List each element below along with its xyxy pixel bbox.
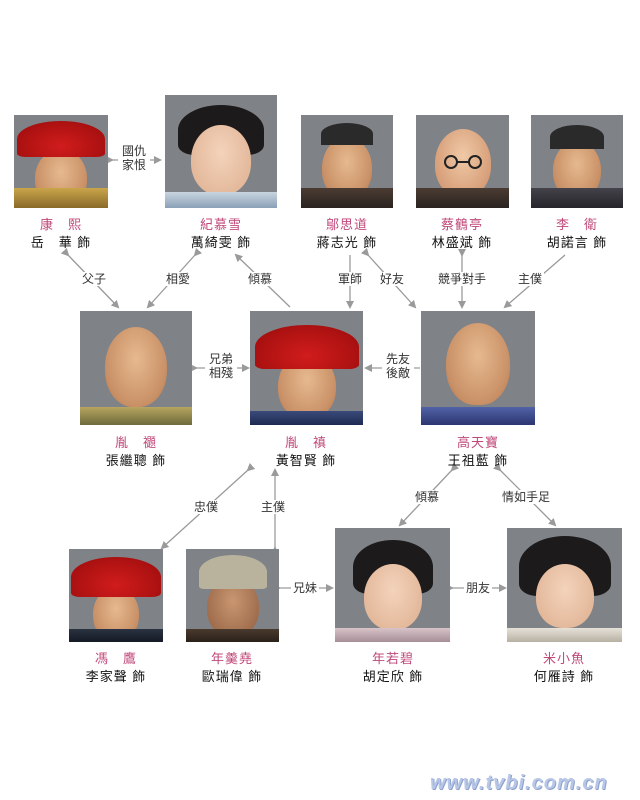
relation-label-pengyou: 朋友	[464, 581, 493, 595]
portrait-caiheting	[416, 115, 509, 208]
portrait-liwei	[531, 115, 623, 208]
watermark: www.tvbi.com.cn	[430, 772, 608, 794]
actor-name-gaotianbao: 王祖藍 飾	[447, 453, 509, 468]
relation-label-jingzheng: 競爭對手	[436, 272, 489, 286]
relation-label-zhupu: 主僕	[516, 272, 545, 286]
relation-label-haoyou: 好友	[378, 272, 407, 286]
actor-name-kangxi: 岳 華 飾	[30, 235, 92, 250]
actor-name-jimuxue: 萬綺雯 飾	[190, 235, 252, 250]
relation-label-xiongdi: 兄弟 相殘	[205, 352, 237, 380]
role-name-nianruobi: 年若碧	[371, 651, 414, 666]
role-name-caiheting: 蔡鶴亭	[440, 217, 483, 232]
portrait-mixiaoyu	[507, 528, 622, 642]
portrait-nianruobi	[335, 528, 450, 642]
actor-name-liwei: 胡諾言 飾	[546, 235, 608, 250]
glasses-icon	[444, 155, 482, 169]
relation-label-qingru: 情如手足	[500, 490, 553, 504]
portrait-kangxi	[14, 115, 108, 208]
relation-label-xiongmei: 兄妹	[291, 581, 320, 595]
portrait-jimuxue	[165, 95, 277, 208]
portrait-fengying	[69, 549, 163, 642]
relation-label-xianyou: 先友 後敵	[382, 352, 414, 380]
role-name-yinzhen: 胤 禛	[284, 435, 327, 450]
red-hat-icon	[71, 557, 161, 597]
actor-name-nianruobi: 胡定欣 飾	[362, 669, 424, 684]
relation-label-xiangai: 相愛	[164, 272, 193, 286]
role-name-yinti: 胤 禵	[114, 435, 157, 450]
relation-label-zhupu-2: 主僕	[259, 500, 288, 514]
relation-label-fuzi: 父子	[80, 272, 109, 286]
role-name-mixiaoyu: 米小魚	[542, 651, 585, 666]
role-name-liwei: 李 衛	[555, 217, 598, 232]
relation-label-qingmu-2: 傾慕	[413, 490, 442, 504]
relation-label-zhongpu: 忠僕	[192, 500, 221, 514]
role-name-jimuxue: 紀慕雪	[199, 217, 242, 232]
actor-name-caiheting: 林盛斌 飾	[431, 235, 493, 250]
actor-name-niangengyao: 歐瑞偉 飾	[201, 669, 263, 684]
relation-label-junshi: 軍師	[336, 272, 365, 286]
actor-name-yinti: 張繼聰 飾	[105, 453, 167, 468]
portrait-niangengyao	[186, 549, 279, 642]
skullcap-icon	[550, 125, 604, 149]
actor-name-yinzhen: 黃智賢 飾	[275, 453, 337, 468]
red-hat-icon	[17, 121, 105, 157]
role-name-gaotianbao: 高天寶	[456, 435, 499, 450]
relation-label-guochou: 國仇 家恨	[118, 144, 150, 172]
skullcap-icon	[321, 123, 373, 145]
portrait-yinzhen	[250, 311, 363, 425]
actor-name-mixiaoyu: 何雁詩 飾	[533, 669, 595, 684]
relation-label-qingmu: 傾慕	[246, 272, 275, 286]
role-name-kangxi: 康 熙	[39, 217, 82, 232]
role-name-wusidao: 鄔思道	[325, 217, 368, 232]
role-name-fengying: 馮 鷹	[94, 651, 137, 666]
red-hat-icon	[254, 325, 359, 369]
portrait-wusidao	[301, 115, 393, 208]
actor-name-wusidao: 蔣志光 飾	[316, 235, 378, 250]
actor-name-fengying: 李家聲 飾	[85, 669, 147, 684]
portrait-gaotianbao	[421, 311, 535, 425]
portrait-yinti	[80, 311, 192, 425]
role-name-niangengyao: 年羹堯	[210, 651, 253, 666]
khaki-hat-icon	[198, 555, 267, 589]
